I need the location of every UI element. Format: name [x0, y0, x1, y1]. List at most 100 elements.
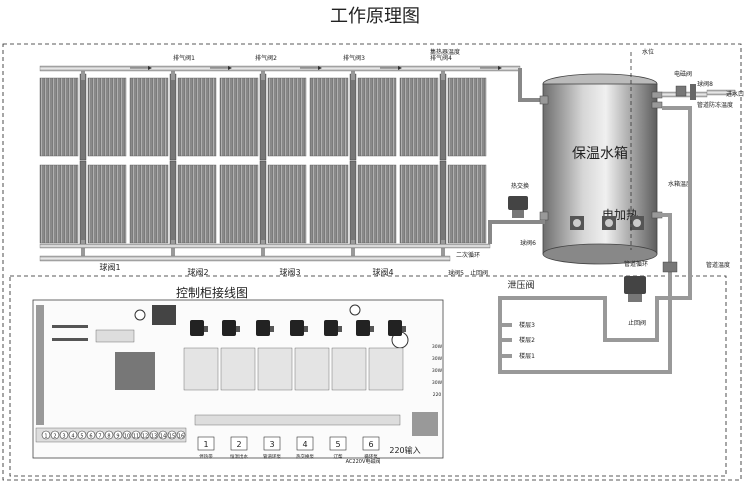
collector-panel — [129, 73, 217, 161]
terminal-number: 16 — [178, 434, 184, 440]
floor-1-label: 楼层1 — [519, 352, 535, 360]
terminal-screw — [176, 430, 186, 440]
return-manifold-pipe — [39, 243, 491, 249]
ball-valve-1-label: 球阀1 — [99, 262, 120, 272]
terminal-number: 2 — [53, 434, 56, 440]
relay-label: 管道环泵 — [263, 453, 281, 460]
terminal-screw — [131, 430, 141, 440]
terminal-screw — [59, 430, 69, 440]
side-label: 220 — [433, 392, 442, 398]
relay-number: 3 — [269, 440, 274, 449]
terminal-screw — [113, 430, 123, 440]
heater-elements — [570, 216, 644, 230]
ac-solenoid-label: AC220V电磁阀 — [346, 458, 381, 465]
riser-pipe — [171, 66, 175, 80]
collector-panel — [219, 73, 307, 161]
relay-number: 1 — [203, 440, 208, 449]
collector-panel — [39, 73, 127, 161]
relief-valve-label: 泄压阀 — [507, 279, 534, 291]
hot-pipe-to-tank — [518, 68, 545, 102]
relay-label: 循环泵 — [364, 453, 378, 460]
riser-pipe — [261, 66, 265, 80]
terminal-screw — [158, 430, 168, 440]
page-title: 工作原理图 — [330, 6, 420, 27]
terminal-screw — [68, 430, 78, 440]
floor-2-label: 楼层2 — [519, 336, 535, 344]
terminal-screw — [77, 430, 87, 440]
riser-pipe — [81, 66, 85, 80]
pipe-circulation-label: 管道循环 — [624, 260, 648, 268]
relay-icon — [324, 320, 342, 336]
heat-exchange-label: 热交换 — [511, 182, 529, 190]
relay-number-box — [197, 436, 215, 451]
relay-icon — [388, 320, 406, 336]
relay-row — [190, 320, 406, 336]
riser-pipe — [261, 240, 265, 258]
relay-label: 辽帮 — [334, 453, 343, 460]
terminal-number: 7 — [98, 434, 101, 440]
relay-label: 恒温出水 — [230, 453, 248, 460]
terminal-screw — [95, 430, 105, 440]
relay-number-box — [362, 436, 380, 451]
control-loop-wiring — [9, 275, 727, 477]
relay-icon — [222, 320, 240, 336]
check-valve-label: 止回阀 — [470, 269, 488, 277]
relay-number-box — [263, 436, 281, 451]
collector-panel — [219, 160, 307, 248]
terminal-number: 13 — [151, 434, 157, 440]
secondary-loop-label: 二次循环 — [456, 251, 480, 259]
side-label: 30W — [432, 368, 443, 374]
terminal-number: 6 — [89, 434, 92, 440]
terminal-screw — [167, 430, 177, 440]
terminal-screw — [41, 430, 51, 440]
ball-valve-5-label: 球阀5 — [448, 269, 464, 277]
riser-pipe — [171, 240, 175, 258]
relay-icon — [356, 320, 374, 336]
relay-label: 伴热带 — [199, 453, 213, 460]
relay-label: 热交换泵 — [296, 453, 314, 460]
solar-collector-array — [39, 66, 487, 258]
heat-exchange-pump — [488, 196, 545, 244]
relay-number-box — [230, 436, 248, 451]
riser-pipe — [81, 240, 85, 258]
outer-control-wiring — [2, 43, 742, 481]
collector-panel — [129, 160, 217, 248]
relay-number: 2 — [236, 440, 241, 449]
riser-pipe — [351, 66, 355, 80]
terminal-screw — [104, 430, 114, 440]
terminal-number: 8 — [107, 434, 110, 440]
ball-valve-3-label: 球阀3 — [279, 267, 300, 277]
collector-panel — [309, 73, 397, 161]
top-manifold-pipe — [39, 65, 521, 72]
relay-icon — [190, 320, 208, 336]
terminal-screw — [50, 430, 60, 440]
side-label: 30W — [432, 380, 443, 386]
riser-pipe — [441, 240, 445, 258]
tank-label: 保温水箱 — [572, 146, 628, 162]
ball-valve-4-label: 球阀4 — [372, 267, 393, 277]
ball-valve-2-label: 球阀2 — [187, 267, 208, 277]
water-level-label: 水位 — [642, 48, 654, 56]
terminal-screw — [140, 430, 150, 440]
relay-number: 4 — [302, 440, 307, 449]
collector-panel — [39, 160, 127, 248]
ball-valve-8-label: 球阀8 — [697, 80, 713, 88]
relay-number-box — [296, 436, 314, 451]
floor-3-label: 楼层3 — [519, 321, 535, 329]
circulation-check-valve-label: 止回阀 — [628, 319, 646, 327]
cabinet-title: 控制柜接线图 — [176, 285, 248, 300]
terminal-number: 9 — [116, 434, 119, 440]
pipe-temp-label: 管道温度 — [706, 261, 730, 269]
water-temp-label: 水箱温度 — [668, 180, 692, 188]
relay-number: 5 — [335, 440, 340, 449]
circulation-pipework — [498, 106, 692, 374]
collector-panel — [309, 160, 397, 248]
air-valve-2-label: 排气阀2 — [255, 54, 277, 62]
terminal-number: 5 — [80, 434, 83, 440]
side-label: 30W — [432, 356, 443, 362]
terminal-screw — [122, 430, 132, 440]
ball-valve-6-label: 球阀6 — [520, 239, 536, 247]
